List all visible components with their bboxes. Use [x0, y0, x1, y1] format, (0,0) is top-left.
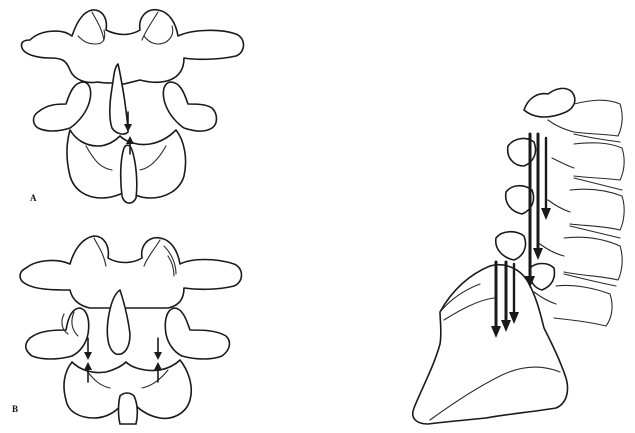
- vertebral-body-3: [570, 189, 624, 230]
- top-posterior-element: [524, 88, 575, 117]
- middle-transverse-left: [34, 82, 91, 131]
- vertebral-body-1: [574, 100, 622, 136]
- middle-transverse-right: [163, 82, 216, 131]
- upper-vertebra-outline: [21, 10, 243, 84]
- panel-b-label: B: [12, 404, 18, 414]
- panel-b-vertebrae-diagram: B: [12, 236, 242, 424]
- vertebral-body-5: [554, 285, 612, 326]
- vertebral-body-2: [574, 143, 624, 180]
- panel-a-label: A: [30, 193, 37, 203]
- middle-transverse-left-b: [26, 308, 89, 359]
- middle-transverse-right-b: [165, 308, 229, 359]
- lamina-bump-3: [496, 232, 526, 260]
- anterior-disc-lines: [564, 134, 622, 286]
- upper-vertebra-outline-b: [20, 236, 242, 308]
- vertebral-body-4: [564, 237, 622, 280]
- lower-spinous-process-b: [119, 393, 138, 424]
- panel-a-vertebrae-diagram: A: [21, 10, 243, 203]
- lamina-bump-4: [530, 264, 555, 291]
- lateral-spine-diagram: [413, 88, 624, 424]
